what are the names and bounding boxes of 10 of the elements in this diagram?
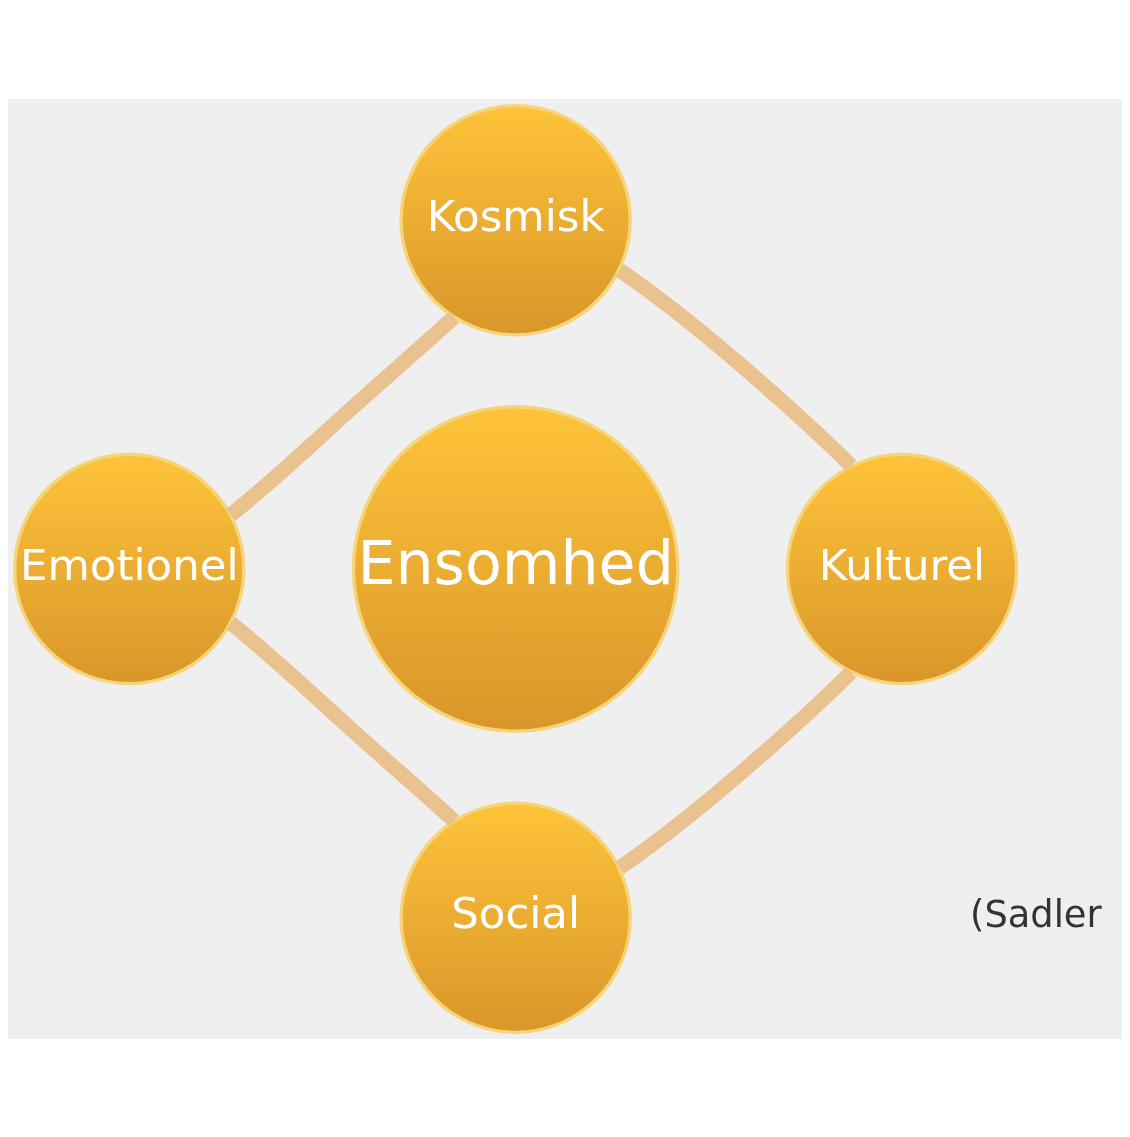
node-circle: Kosmisk bbox=[399, 103, 632, 336]
node-circle: Emotionel bbox=[13, 452, 246, 685]
node-circle: Kulturel bbox=[785, 452, 1019, 685]
node-circle: Ensomhed bbox=[351, 404, 680, 733]
node-circle: Social bbox=[399, 801, 632, 1034]
label: (Sadler bbox=[970, 892, 1102, 936]
connector bbox=[226, 616, 460, 826]
connector bbox=[615, 666, 857, 874]
connector bbox=[226, 311, 460, 521]
connector bbox=[615, 263, 857, 471]
